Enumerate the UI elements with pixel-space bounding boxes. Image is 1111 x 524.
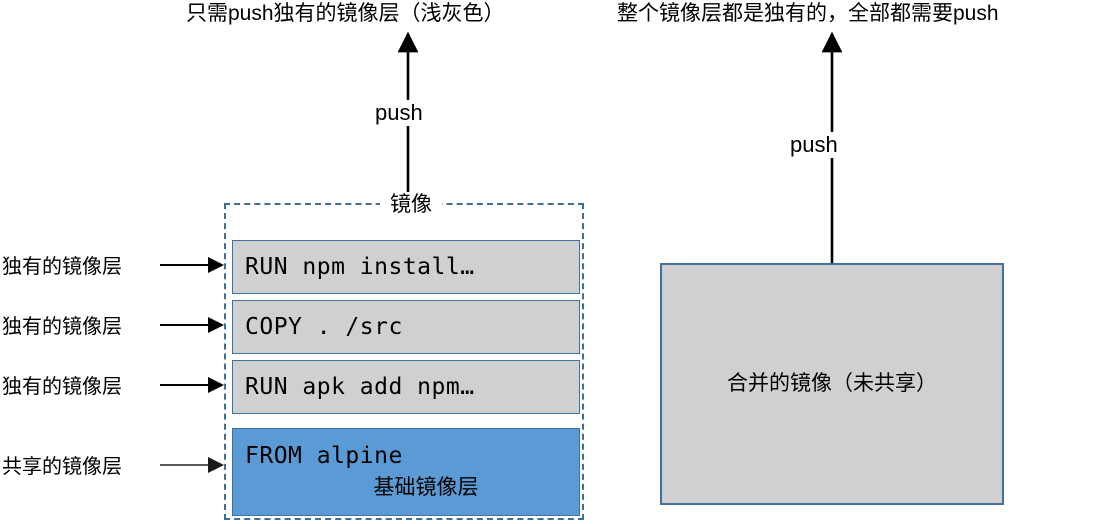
- side-label-shared: 共享的镜像层: [2, 456, 122, 478]
- connector-arrow-3: [160, 377, 224, 393]
- image-layer-4-base[interactable]: FROM alpine 基础镜像层: [232, 428, 580, 516]
- image-container-title: 镜像: [380, 192, 442, 217]
- image-layer-1-command: RUN npm install…: [245, 254, 475, 280]
- caption-right: 整个镜像层都是独有的，全部都需要push: [617, 2, 999, 25]
- side-label-unique-2: 独有的镜像层: [2, 316, 122, 338]
- image-layer-2-command: COPY . /src: [245, 314, 403, 340]
- connector-arrow-4: [160, 457, 224, 473]
- image-layer-2[interactable]: COPY . /src: [232, 300, 580, 354]
- push-label-left: push: [371, 100, 427, 126]
- image-layer-1[interactable]: RUN npm install…: [232, 240, 580, 294]
- connector-arrow-1: [160, 257, 224, 273]
- side-label-unique-3: 独有的镜像层: [2, 376, 122, 398]
- merged-image-label: 合并的镜像（未共享）: [727, 372, 937, 395]
- connector-arrow-2: [160, 317, 224, 333]
- image-layer-4-command: FROM alpine: [245, 443, 403, 469]
- image-layer-3[interactable]: RUN apk add npm…: [232, 360, 580, 414]
- side-label-unique-1: 独有的镜像层: [2, 256, 122, 278]
- push-label-right: push: [786, 132, 842, 158]
- image-layer-3-command: RUN apk add npm…: [245, 374, 475, 400]
- merged-image-box[interactable]: 合并的镜像（未共享）: [660, 263, 1004, 505]
- caption-left: 只需push独有的镜像层（浅灰色）: [186, 2, 505, 25]
- image-layer-4-sublabel: 基础镜像层: [373, 476, 479, 499]
